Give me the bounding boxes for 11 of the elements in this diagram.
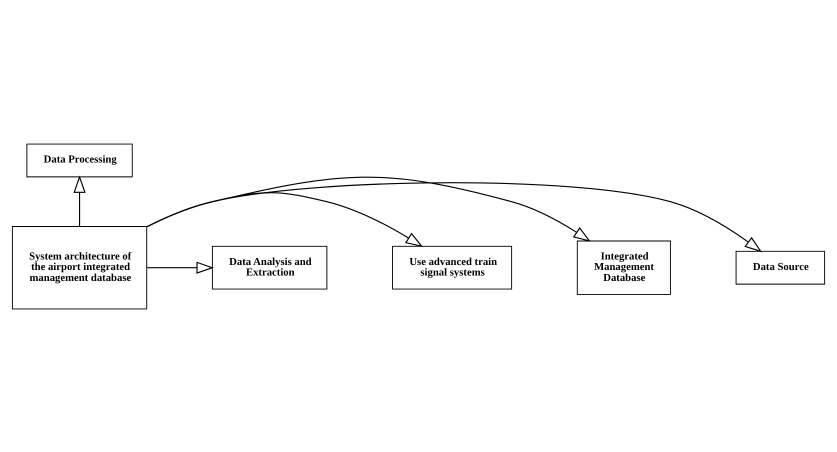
arrow [73, 174, 86, 226]
node-box: Use advanced train signal systems [392, 245, 512, 290]
node-box: Data Processing [26, 143, 133, 177]
arrow [146, 182, 762, 252]
node-box: Data Analysis and Extraction [212, 245, 328, 290]
arrow [146, 192, 424, 247]
node-box: System architecture of the airport integrated management database [12, 226, 148, 309]
arrow [146, 261, 214, 274]
arrow [146, 176, 591, 242]
node-box: Data Source [736, 250, 826, 284]
node-box: Integrated Management Database [576, 240, 671, 294]
